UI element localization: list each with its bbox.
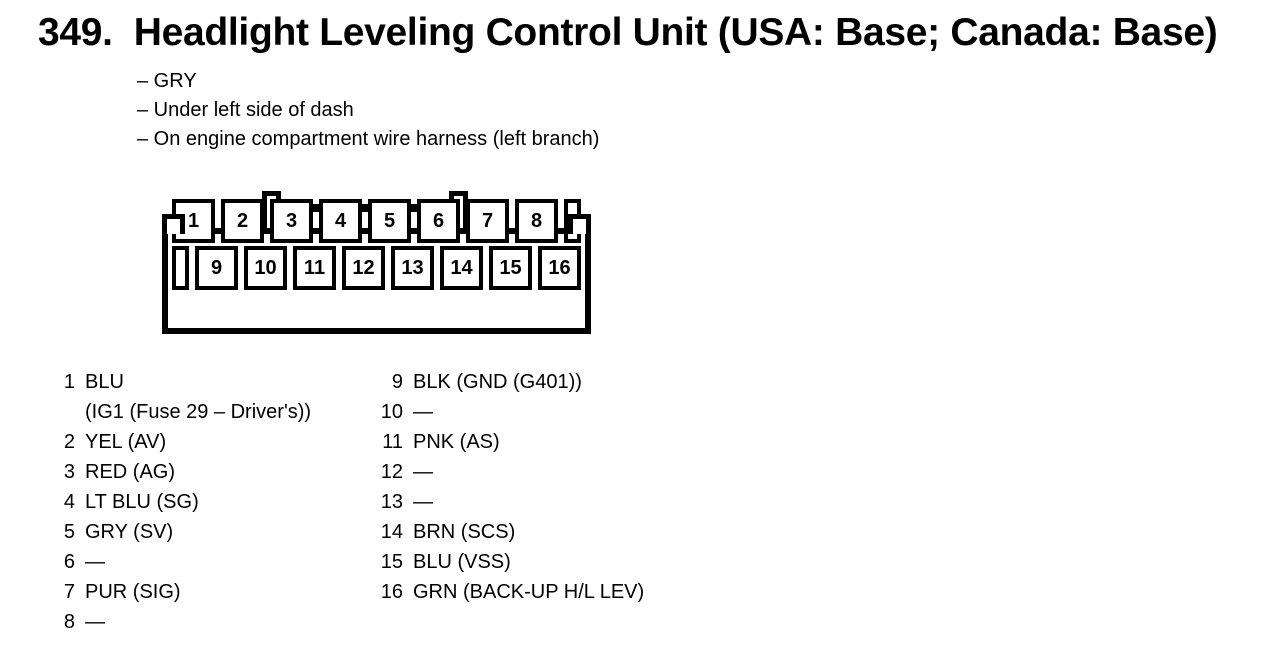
- pin-number: 9: [391, 371, 403, 393]
- connector-bottom-row: 9 10 11 12 13 14 15 16: [172, 246, 581, 290]
- note-location: – Under left side of dash: [137, 99, 354, 121]
- pin-label: RED (AG): [85, 461, 175, 483]
- pin-cell-10: 10: [244, 246, 287, 290]
- pin-cell-7: 7: [466, 199, 509, 243]
- pin-number: 6: [63, 551, 75, 573]
- blank-cell-bottom-left: [172, 246, 189, 290]
- pin-cell-12: 12: [342, 246, 385, 290]
- pin-list-item: 5 GRY (SV): [62, 517, 311, 547]
- pin-list-item: 3 RED (AG): [62, 457, 311, 487]
- pin-list-item: 6 —: [62, 547, 311, 577]
- pin-number: 10: [380, 401, 403, 423]
- pin-number: 7: [63, 581, 75, 603]
- pin-list-item: 10 —: [379, 397, 644, 427]
- connector-pin-grid: 1 2 3 4 5 6 7 8 9 10 11 12 13 14 15 16: [168, 197, 585, 291]
- page-title: 349. Headlight Leveling Control Unit (USA…: [38, 11, 1218, 54]
- pin-cell-1: 1: [172, 199, 215, 243]
- connector-latch-bar: [274, 204, 456, 212]
- pin-cell-4: 4: [319, 199, 362, 243]
- connector-corner-tab-left: [162, 214, 185, 234]
- pin-number: 13: [380, 491, 403, 513]
- pin-list-item: 11 PNK (AS): [379, 427, 644, 457]
- pin-cell-6: 6: [417, 199, 460, 243]
- section-title: Headlight Leveling Control Unit (USA: Ba…: [133, 11, 1218, 54]
- pin-list-item: 9 BLK (GND (G401)): [379, 367, 644, 397]
- connector-top-row: 1 2 3 4 5 6 7 8: [172, 199, 581, 243]
- pin-list-item: 12 —: [379, 457, 644, 487]
- pin-cell-13: 13: [391, 246, 434, 290]
- pin-label: PNK (AS): [413, 431, 500, 453]
- pin-label: —: [413, 401, 433, 423]
- pin-cell-2: 2: [221, 199, 264, 243]
- pin-list-item: 8 —: [62, 607, 311, 637]
- pin-list-item: 7 PUR (SIG): [62, 577, 311, 607]
- pin-list-item: 16 GRN (BACK-UP H/L LEV): [379, 577, 644, 607]
- pin-label: —: [85, 611, 105, 633]
- pin-list-item: 14 BRN (SCS): [379, 517, 644, 547]
- pin-label: LT BLU (SG): [85, 491, 199, 513]
- pin-number: 16: [380, 581, 403, 603]
- pin-cell-9: 9: [195, 246, 238, 290]
- pin-label: YEL (AV): [85, 431, 167, 453]
- pin-cell-8: 8: [515, 199, 558, 243]
- pin-number: 15: [380, 551, 403, 573]
- pin-label: BLU (VSS): [413, 551, 511, 573]
- pin-number: 11: [382, 431, 403, 453]
- pin-label: BLU: [85, 371, 124, 393]
- pin-cell-15: 15: [489, 246, 532, 290]
- pin-list-item: 15 BLU (VSS): [379, 547, 644, 577]
- pin-list-left: 1 BLU (IG1 (Fuse 29 – Driver's)) 2 YEL (…: [62, 367, 311, 637]
- note-harness: – On engine compartment wire harness (le…: [137, 128, 600, 150]
- pin-label: —: [413, 461, 433, 483]
- pin-cell-5: 5: [368, 199, 411, 243]
- pin-number: 3: [63, 461, 75, 483]
- pin-label: GRY (SV): [85, 521, 174, 543]
- pin-list-right: 9 BLK (GND (G401)) 10 — 11 PNK (AS) 12 —…: [379, 367, 644, 607]
- pin-label: PUR (SIG): [85, 581, 181, 603]
- connector-notes: – GRY – Under left side of dash – On eng…: [137, 67, 599, 154]
- pin-number: 8: [63, 611, 75, 633]
- pin-number: 2: [63, 431, 75, 453]
- connector-diagram: 1 2 3 4 5 6 7 8 9 10 11 12 13 14 15 16: [162, 191, 591, 334]
- pin-label: —: [85, 551, 105, 573]
- pin-label: —: [413, 491, 433, 513]
- pin-cell-11: 11: [293, 246, 336, 290]
- pin-list-item: 13 —: [379, 487, 644, 517]
- pin-cell-14: 14: [440, 246, 483, 290]
- pin-1-note: (IG1 (Fuse 29 – Driver's)): [85, 401, 312, 423]
- pin-number: 1: [63, 371, 75, 393]
- note-color: – GRY: [137, 70, 197, 92]
- pin-list-item: 1 BLU: [62, 367, 311, 397]
- pin-number: 14: [380, 521, 403, 543]
- pin-number: 5: [63, 521, 75, 543]
- pin-number: 4: [63, 491, 75, 513]
- pin-cell-3: 3: [270, 199, 313, 243]
- pin-list-item: 2 YEL (AV): [62, 427, 311, 457]
- connector-corner-tab-right: [568, 214, 591, 234]
- pin-list-item: 4 LT BLU (SG): [62, 487, 311, 517]
- pin-number: 12: [380, 461, 403, 483]
- pin-label: BRN (SCS): [413, 521, 516, 543]
- pin-cell-16: 16: [538, 246, 581, 290]
- pin-label: BLK (GND (G401)): [413, 371, 582, 393]
- pin-label: GRN (BACK-UP H/L LEV): [413, 581, 645, 603]
- section-number: 349.: [38, 11, 113, 54]
